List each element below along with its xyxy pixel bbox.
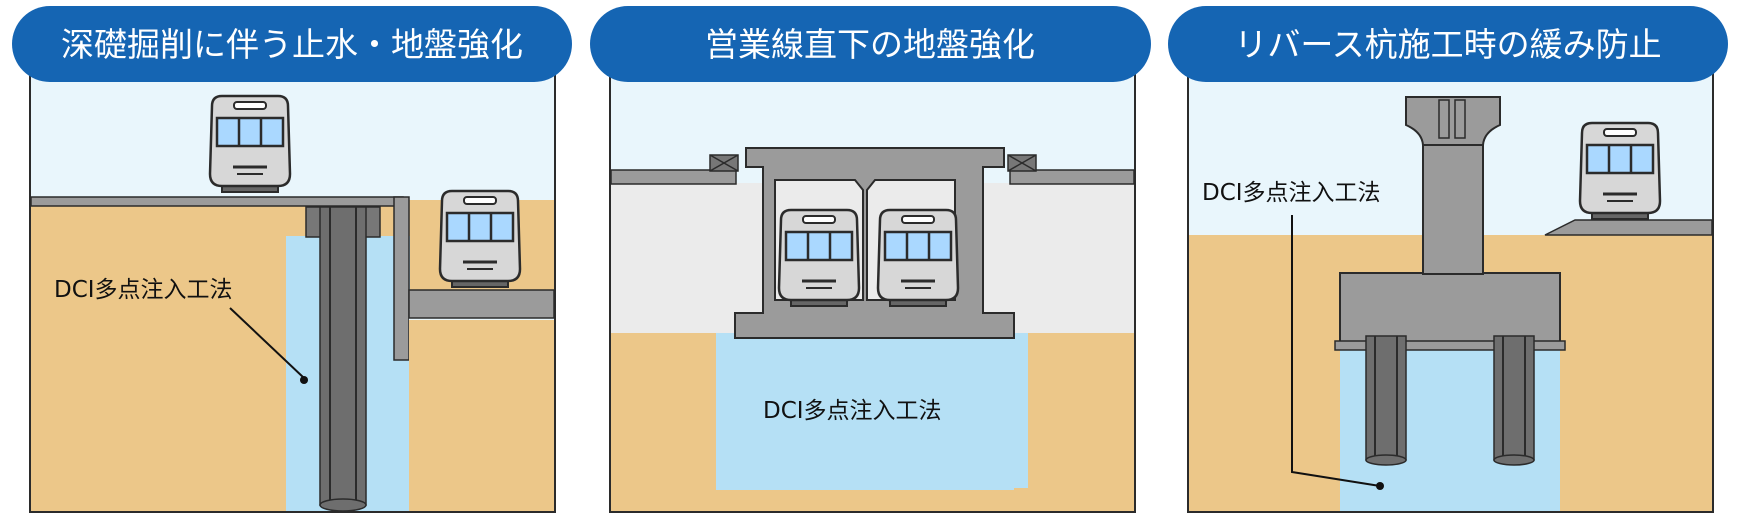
panel-1: DCI多点注入工法 xyxy=(29,69,556,513)
panel-3: DCI多点注入工法 xyxy=(1187,69,1714,513)
panel-1-lower-slab xyxy=(408,289,555,319)
panel-3-column xyxy=(1422,129,1484,275)
panel-1-title-bar: 深礎掘削に伴う止水・地盤強化 xyxy=(12,6,572,82)
panel-1-lower-soil xyxy=(409,290,554,511)
panel-3-method-label: DCI多点注入工法 xyxy=(1202,180,1381,206)
panel-1-title: 深礎掘削に伴う止水・地盤強化 xyxy=(61,25,523,64)
panel-2-right-road xyxy=(1009,169,1135,185)
panel-1-retaining-wall xyxy=(393,196,410,361)
panel-1-pile xyxy=(319,206,367,506)
panel-3-title: リバース杭施工時の緩み防止 xyxy=(1234,25,1661,64)
panel-2-left-road xyxy=(610,169,737,185)
panel-3-pier-head xyxy=(1405,96,1501,146)
train-front-icon xyxy=(438,189,522,289)
panel-2: DCI多点注入工法 xyxy=(609,69,1136,513)
panel-2-title-bar: 営業線直下の地盤強化 xyxy=(590,6,1151,82)
panel-3-right-pile xyxy=(1493,335,1535,466)
panel-2-title: 営業線直下の地盤強化 xyxy=(705,25,1035,64)
panel-2-method-label: DCI多点注入工法 xyxy=(763,398,942,424)
train-front-icon xyxy=(1578,121,1662,221)
train-front-icon xyxy=(777,208,861,308)
panel-3-footing xyxy=(1339,272,1561,344)
panel-3-title-bar: リバース杭施工時の緩み防止 xyxy=(1168,6,1728,82)
panel-3-leader-line xyxy=(1291,215,1381,487)
panel-3-embankment xyxy=(1544,219,1713,236)
panel-1-method-label: DCI多点注入工法 xyxy=(54,277,233,303)
panel-1-leader-line xyxy=(229,307,305,379)
train-front-icon xyxy=(208,94,292,194)
train-front-icon xyxy=(876,208,960,308)
panel-3-left-pile xyxy=(1365,335,1407,466)
panel-1-upper-slab xyxy=(30,196,404,207)
